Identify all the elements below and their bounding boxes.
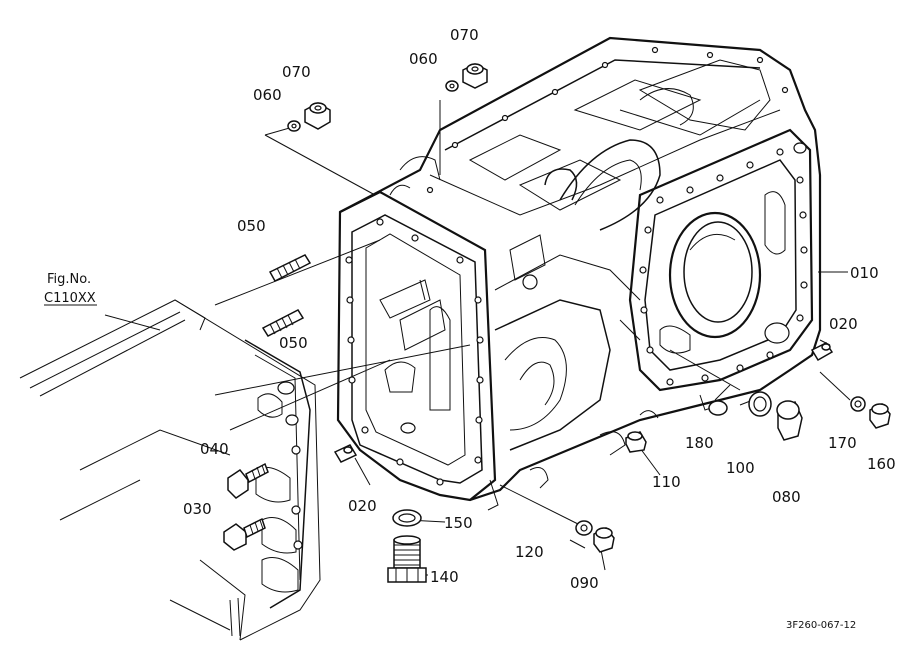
stud-050-upper — [268, 254, 312, 282]
figure-reference: Fig.No. C110XX — [44, 272, 97, 306]
transmission-case — [336, 36, 822, 511]
part-labels: 070 060 070 060 050 050 010 020 180 100 … — [183, 26, 896, 592]
part-label-160: 160 — [867, 455, 896, 473]
part-label-050-upper: 050 — [237, 217, 266, 235]
fig-ref-prefix: Fig.No. — [47, 272, 91, 287]
stud-050-lower — [261, 309, 305, 337]
part-label-080: 080 — [772, 488, 801, 506]
adjacent-housing — [19, 299, 321, 641]
plug-180 — [708, 400, 728, 416]
plug-100 — [625, 431, 647, 453]
dowel-pin-020-rear — [810, 342, 834, 362]
drawing-code: 3F260-067-12 — [786, 620, 856, 631]
bolt-160 — [869, 403, 891, 429]
plug-110 — [593, 527, 615, 553]
part-label-020-front: 020 — [348, 497, 377, 515]
seal-090 — [748, 391, 772, 417]
part-label-140: 140 — [430, 568, 459, 586]
part-label-050-lower: 050 — [279, 334, 308, 352]
part-label-120: 120 — [515, 543, 544, 561]
dowel-pin-020-front — [333, 444, 358, 463]
strainer-140 — [387, 535, 427, 583]
part-label-110: 090 — [570, 574, 599, 592]
part-label-010: 010 — [850, 264, 879, 282]
part-label-170: 170 — [828, 434, 857, 452]
bolt-030 — [223, 517, 266, 551]
bolt-040 — [227, 462, 269, 499]
part-label-180: 180 — [685, 434, 714, 452]
part-label-090: 100 — [726, 459, 755, 477]
washer-170 — [850, 396, 866, 412]
nut-070-left — [304, 102, 331, 130]
part-label-060-upper: 060 — [409, 50, 438, 68]
part-label-100: 110 — [652, 473, 681, 491]
part-label-020-rear: 020 — [829, 315, 858, 333]
part-label-070-upper: 070 — [450, 26, 479, 44]
part-label-030: 030 — [183, 500, 212, 518]
washer-120 — [575, 520, 593, 536]
part-label-070-left: 070 — [282, 63, 311, 81]
oring-150 — [392, 509, 422, 527]
part-label-150: 150 — [444, 514, 473, 532]
nut-070-right — [462, 63, 488, 89]
part-label-040: 040 — [200, 440, 229, 458]
part-label-060-left: 060 — [253, 86, 282, 104]
plug-080 — [776, 400, 803, 441]
fig-ref-code: C110XX — [44, 291, 96, 306]
